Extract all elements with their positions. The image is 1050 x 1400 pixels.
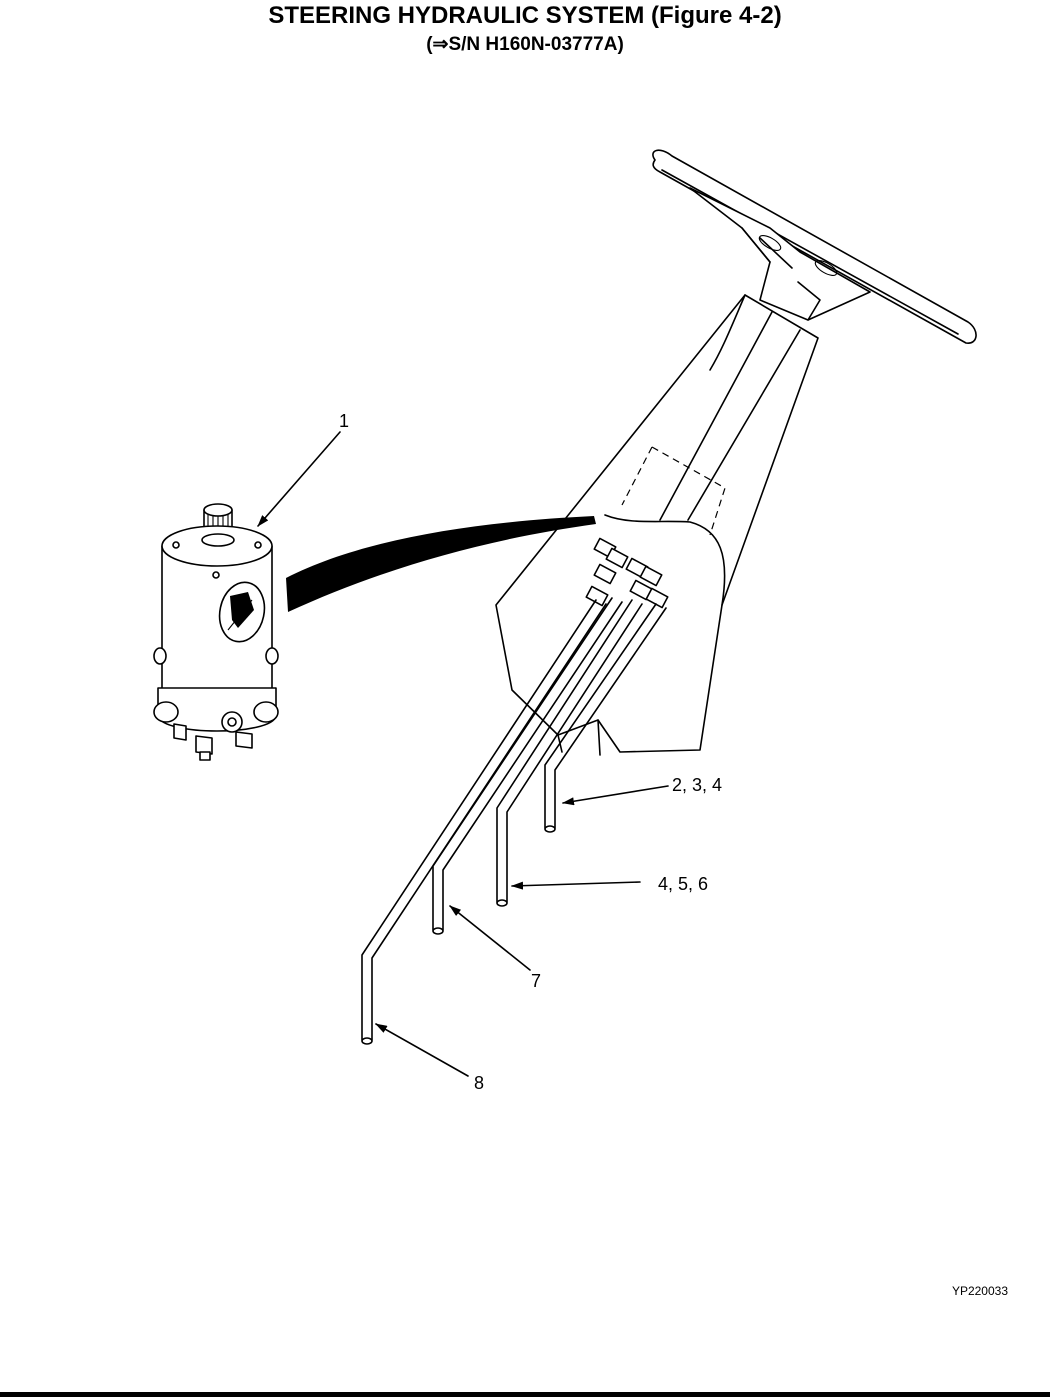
callout-label-8: 8	[474, 1073, 484, 1093]
connection-band	[286, 516, 596, 612]
steering-column	[495, 294, 819, 756]
steering-control-unit	[153, 503, 279, 761]
callout-2-leader	[562, 785, 669, 806]
steering-wheel	[652, 149, 977, 344]
callout-1-leader	[257, 431, 341, 527]
column-port-fittings	[585, 537, 669, 609]
figure-code: YP220033	[951, 1284, 1008, 1298]
callout-label-7: 7	[531, 971, 541, 991]
serial-number-subtitle: (⇒S/N H160N-03777A)	[426, 34, 624, 55]
callout-label-1: 1	[339, 411, 349, 431]
bottom-rule	[0, 1392, 1050, 1397]
callout-label-2-3-4: 2, 3, 4	[672, 775, 722, 795]
callout-3-leader	[511, 881, 641, 890]
callout-4-leader	[449, 905, 531, 971]
callout-label-4-5-6: 4, 5, 6	[658, 874, 708, 894]
hydraulic-lines	[361, 597, 667, 1045]
callout-5-leader	[375, 1023, 469, 1077]
page-title: STEERING HYDRAULIC SYSTEM (Figure 4-2)	[268, 2, 782, 29]
